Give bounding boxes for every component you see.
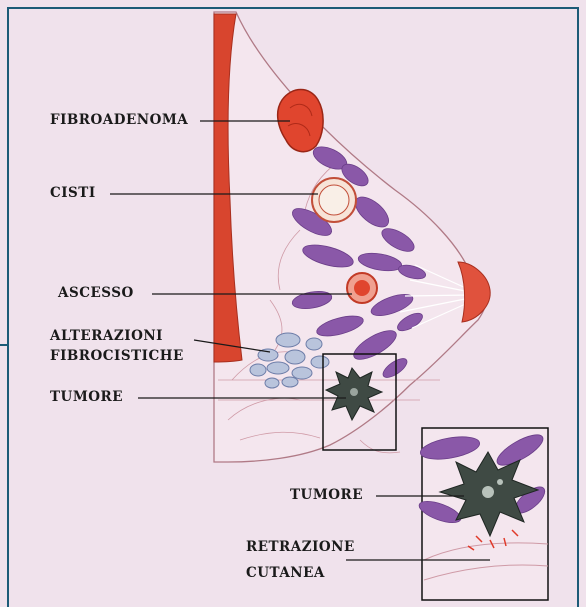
label-cisti: CISTI — [50, 186, 96, 201]
label-retrazione-line2: CUTANEA — [246, 566, 325, 581]
label-alterazioni-line2: FIBROCISTICHE — [50, 349, 184, 364]
label-inset-tumore: TUMORE — [290, 488, 363, 503]
cyst — [312, 178, 356, 222]
label-tumore: TUMORE — [50, 390, 123, 405]
label-ascesso: ASCESSO — [58, 286, 134, 301]
label-retrazione-line1: RETRAZIONE — [246, 540, 355, 555]
tumor-inset — [417, 428, 549, 600]
abscess — [347, 273, 377, 303]
label-alterazioni-line1: ALTERAZIONI — [50, 329, 163, 344]
label-fibroadenoma: FIBROADENOMA — [50, 113, 188, 128]
